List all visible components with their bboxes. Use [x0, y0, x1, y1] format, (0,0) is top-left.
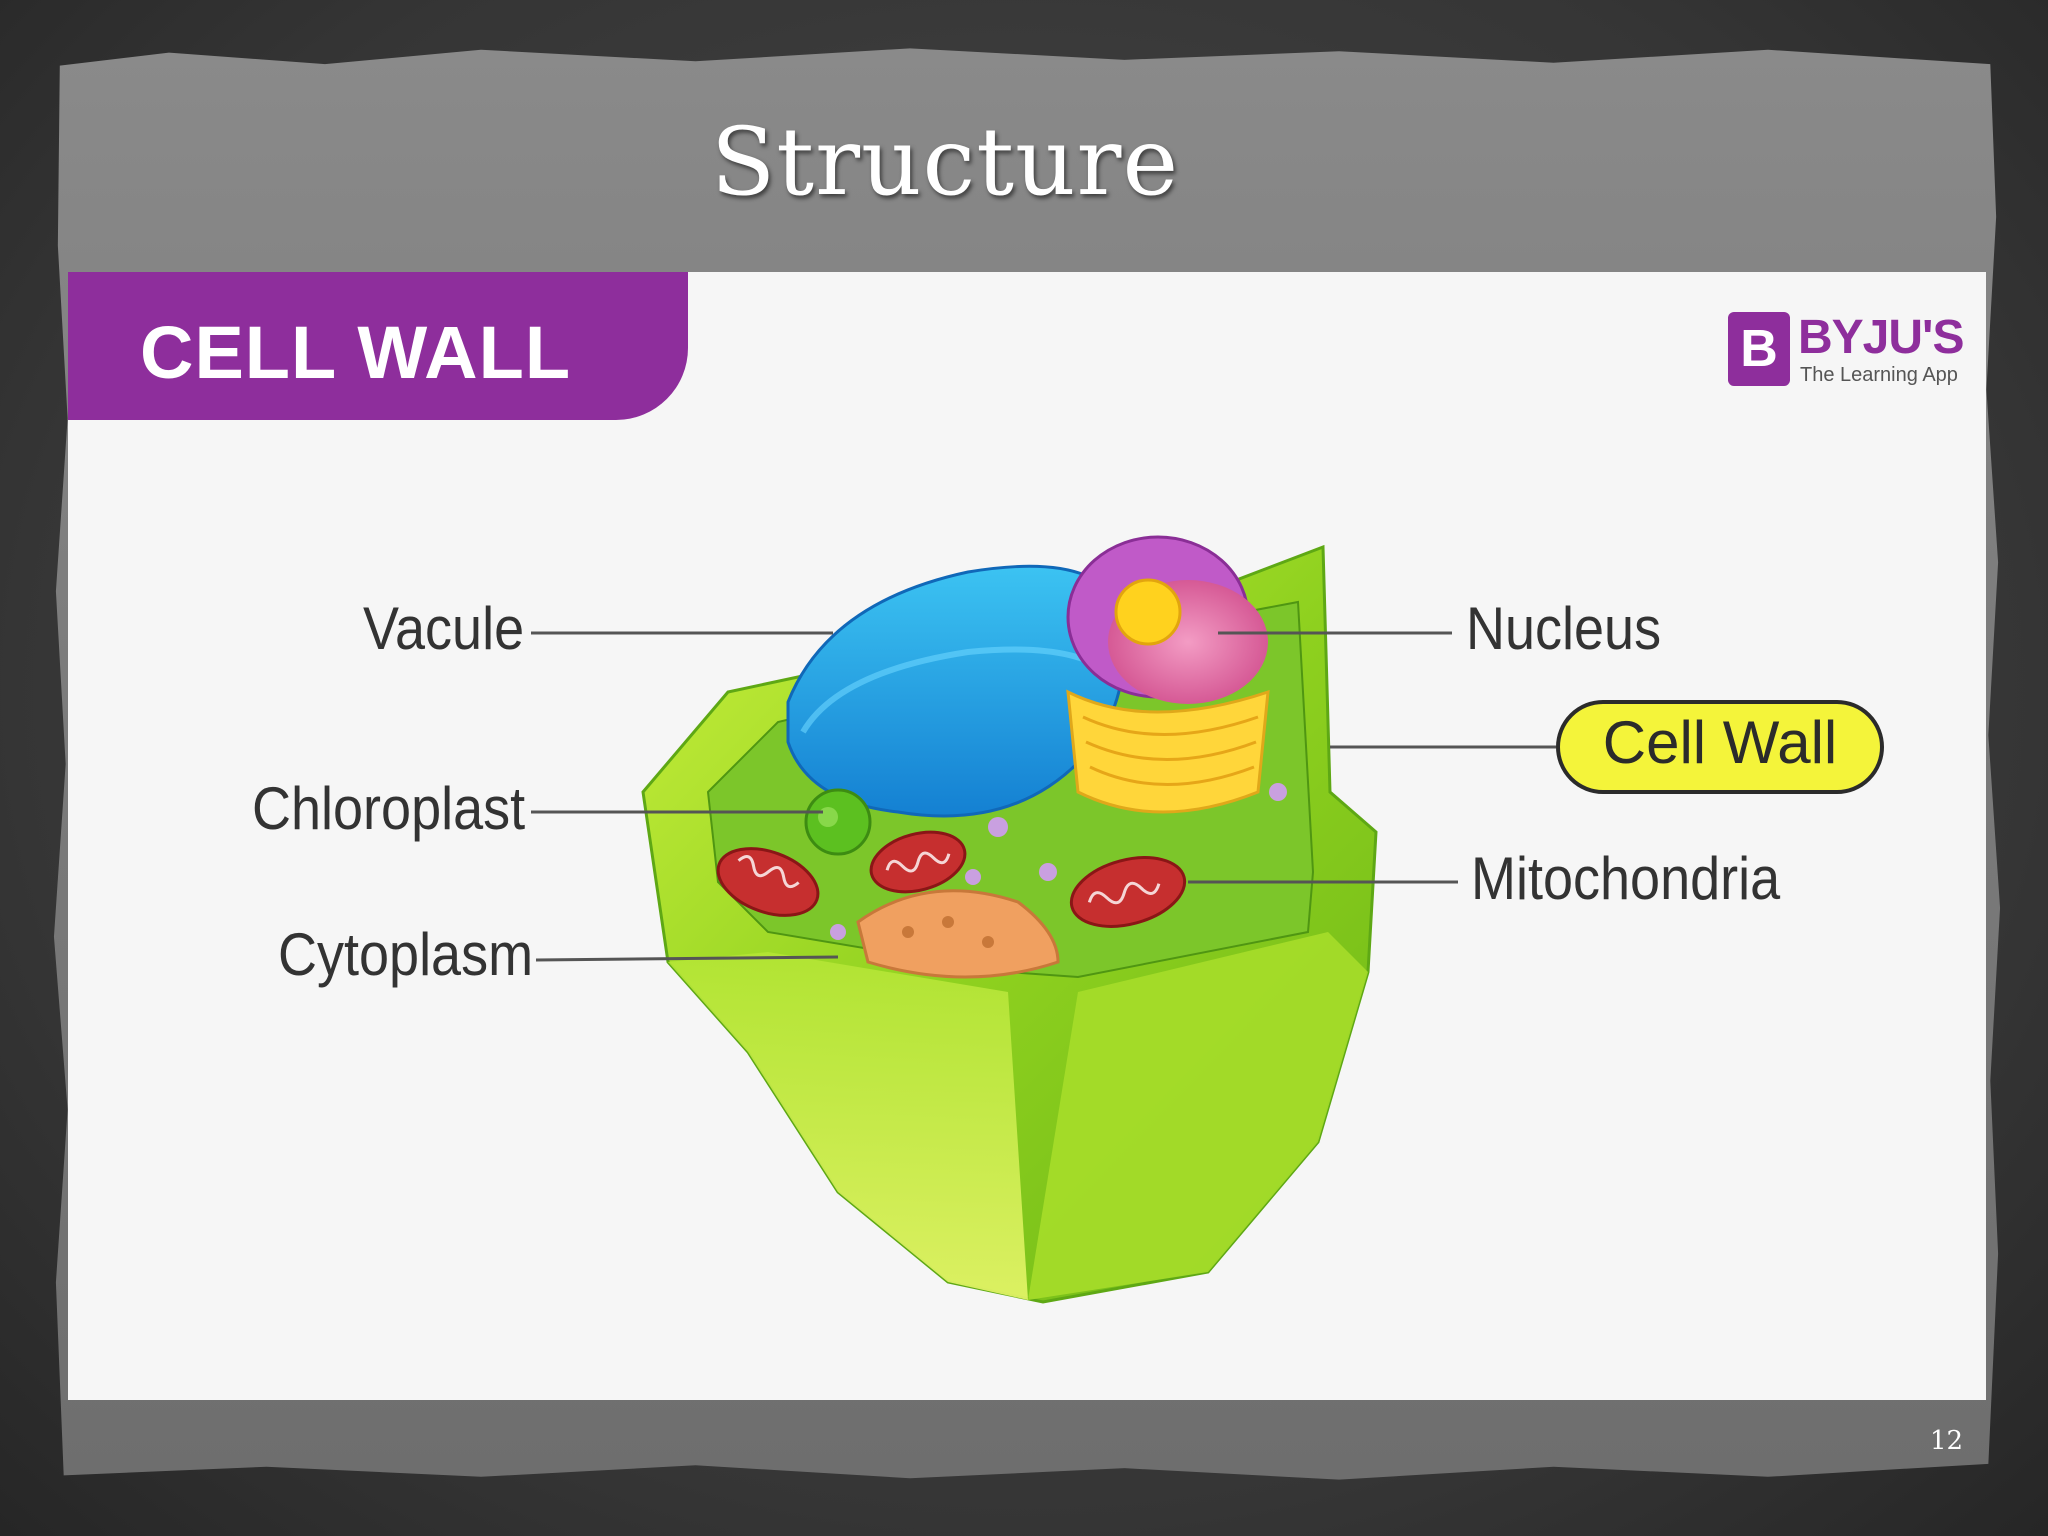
cytoplasm-granule	[856, 889, 1060, 979]
logo-name: BYJU'S	[1798, 311, 1964, 364]
plant-cell-diagram	[531, 535, 1556, 1304]
label-cell-wall: Cell Wall	[1602, 709, 1838, 776]
golgi-body	[1066, 689, 1270, 814]
chloroplast-shape	[804, 788, 872, 856]
label-nucleus: Nucleus	[1466, 595, 1662, 662]
logo-tagline: The Learning App	[1800, 364, 1958, 386]
nucleolus	[1114, 578, 1182, 646]
content-panel: CELL WALL B BYJU'S The Learning App	[68, 272, 1986, 1400]
page-number: 12	[1930, 1426, 1964, 1456]
mitochondrion-2	[869, 830, 967, 894]
leader-lines	[531, 631, 1556, 962]
label-vacuole: Vacule	[363, 595, 525, 662]
slide-title: Structure	[710, 108, 1180, 217]
cell-wall-front-right	[1028, 932, 1368, 1300]
label-chloroplast: Chloroplast	[252, 775, 526, 842]
label-cytoplasm: Cytoplasm	[278, 921, 534, 988]
leader-cytoplasm	[535, 955, 839, 962]
mitochondrion-3	[1069, 856, 1187, 928]
cell-wall-front-left	[668, 952, 1028, 1300]
logo-mark-icon: B	[1728, 312, 1790, 386]
header-title: CELL WALL	[140, 311, 572, 394]
header-banner: CELL WALL	[68, 272, 688, 420]
mitochondrion-1	[716, 847, 820, 917]
byjus-logo: B BYJU'S The Learning App	[1728, 310, 1964, 390]
cell-wall-highlight-pill	[1556, 700, 1884, 794]
label-mitochondria: Mitochondria	[1471, 845, 1781, 912]
